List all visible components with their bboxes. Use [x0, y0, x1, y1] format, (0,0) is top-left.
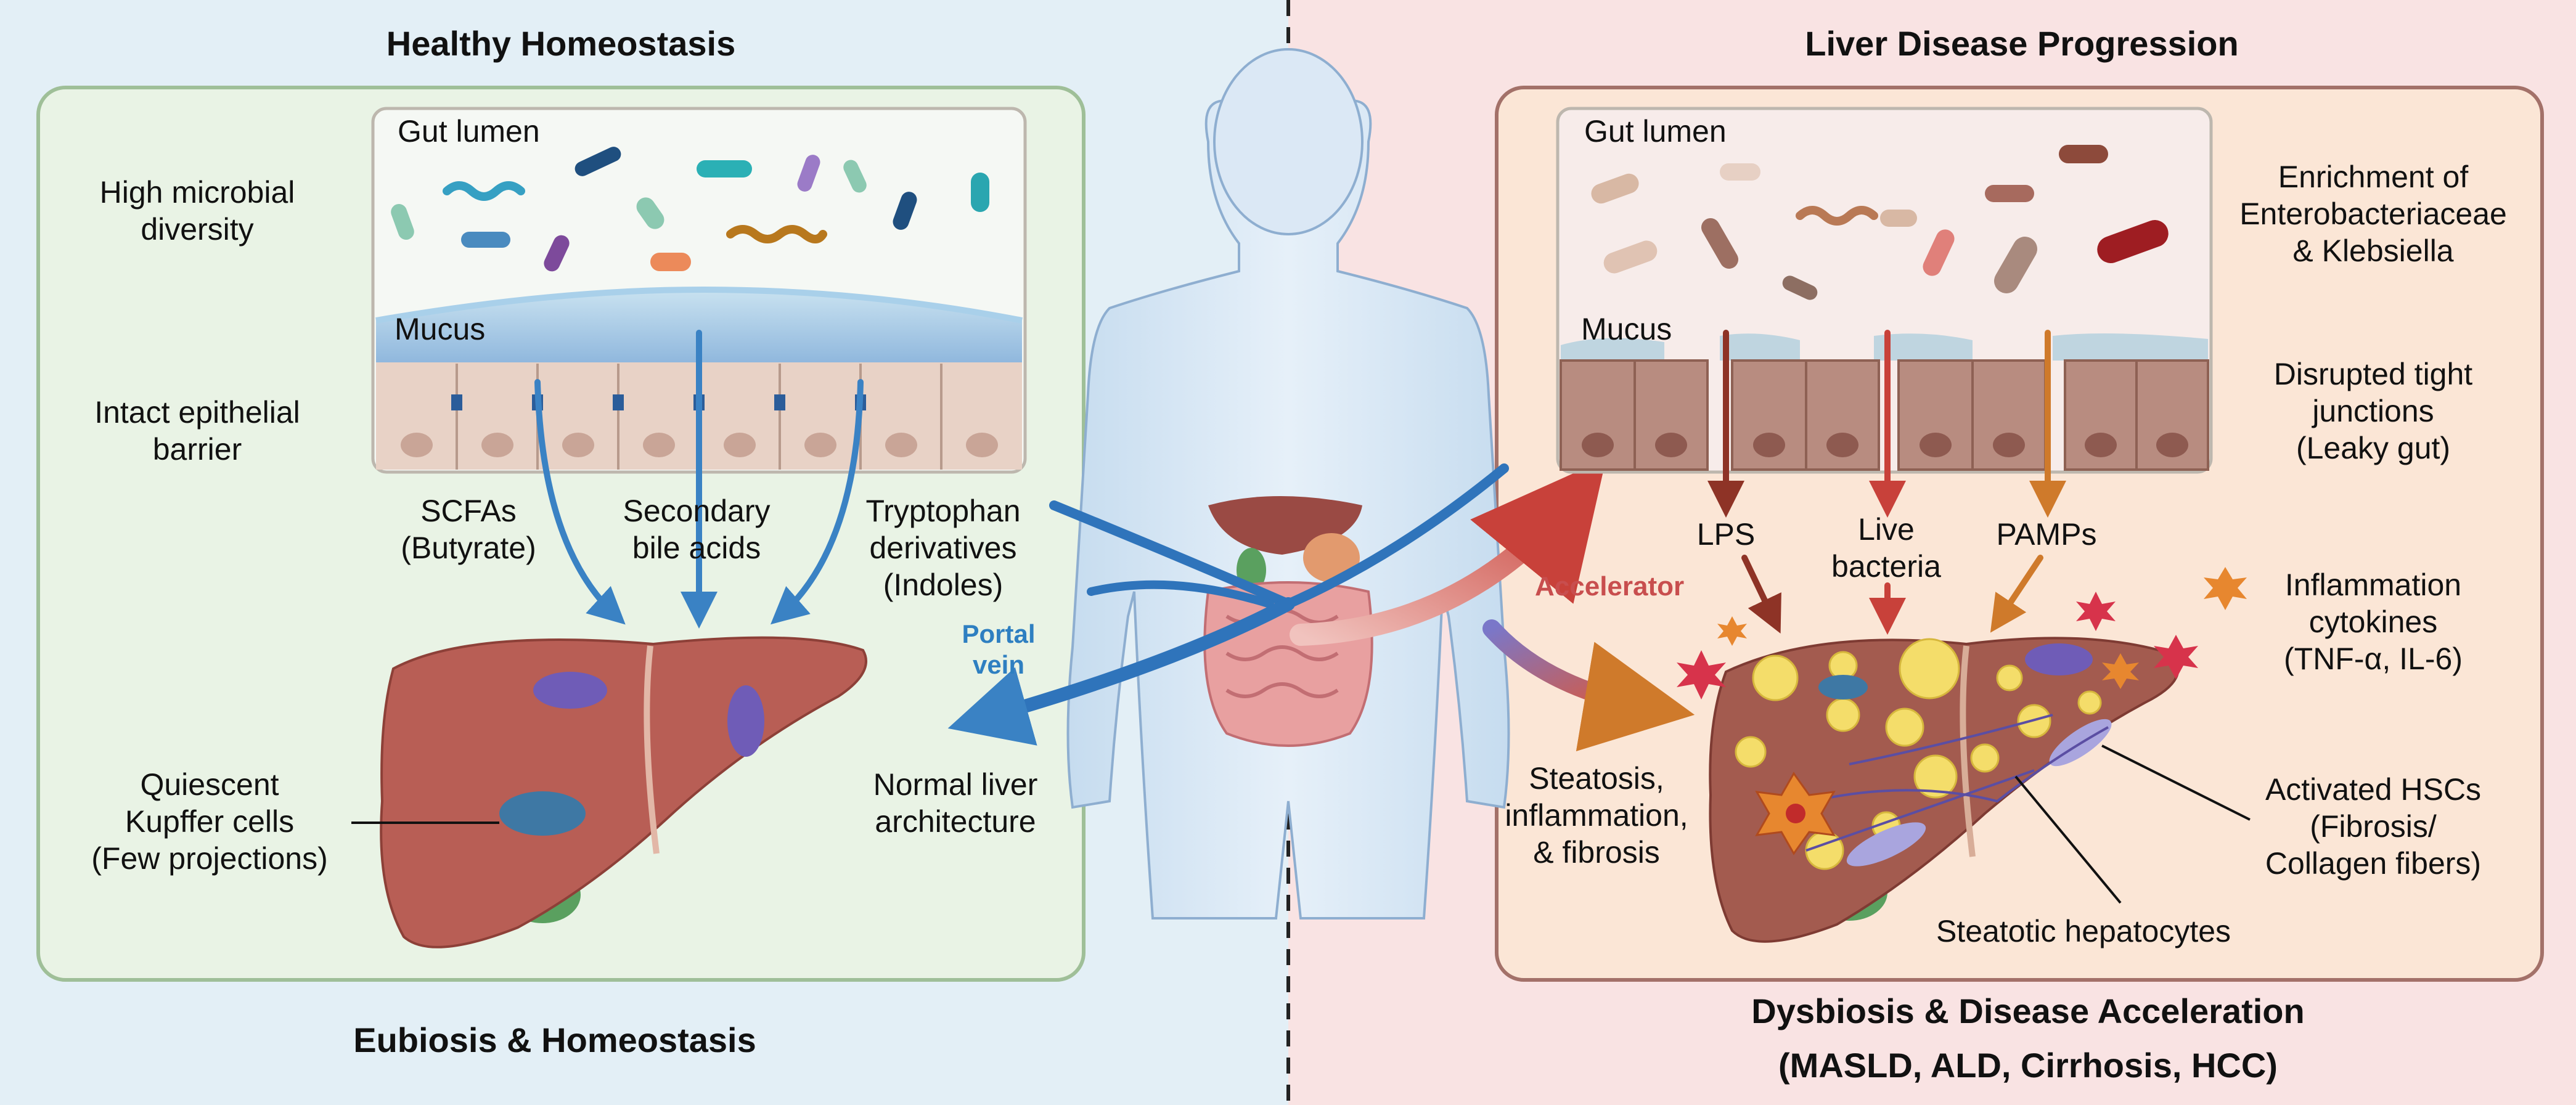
tight-junction-label-3: (Leaky gut) [2296, 431, 2451, 465]
left-mucus-label: Mucus [395, 312, 486, 346]
right-microbes [1591, 145, 2169, 300]
right-gut-lumen-label: Gut lumen [1584, 114, 1727, 149]
enrichment-label-3: & Klebsiella [2292, 234, 2454, 268]
leak-arrows [1707, 330, 2066, 635]
kupffer-activated [1818, 643, 2093, 699]
accelerator-label: Accelerator [1535, 571, 1685, 601]
hsc-label-3: Collagen fibers) [2265, 846, 2482, 881]
steatosis-label-1: Steatosis, [1529, 761, 1664, 796]
left-liver [351, 636, 867, 948]
normal-liver-label-1: Normal liver [873, 767, 1038, 802]
accelerator-arrow [1290, 459, 1606, 646]
hepatocyte-leader-line [2014, 775, 2122, 904]
cytokines-label-1: Inflammation [2284, 568, 2462, 602]
cytokine-bursts [1677, 567, 2247, 699]
normal-liver-label-2: architecture [875, 804, 1036, 839]
right-top-title: Liver Disease Progression [1805, 24, 2239, 63]
left-gut-lumen-label: Gut lumen [398, 114, 540, 149]
steatosis-label-3: & fibrosis [1533, 835, 1660, 870]
left-metabolite-arrows [534, 330, 864, 629]
pamps-label: PAMPs [1996, 517, 2097, 552]
tight-junction-label-1: Disrupted tight [2273, 357, 2473, 391]
enrichment-label-2: Enterobacteriaceae [2239, 197, 2507, 231]
tryptophan-label-3: (Indoles) [883, 568, 1004, 602]
kupffer-label-2: Kupffer cells [125, 804, 295, 839]
diversity-label-1: High microbial [99, 175, 295, 210]
live-bacteria-label-2: bacteria [1831, 549, 1941, 584]
kupffer-cell [533, 672, 764, 757]
tryptophan-label-2: derivatives [869, 531, 1017, 565]
tight-junction-label-2: junctions [2312, 394, 2434, 428]
enrichment-label-1: Enrichment of [2278, 160, 2469, 194]
bile-label-2: bile acids [632, 531, 761, 565]
hsc-label-2: (Fibrosis/ [2310, 809, 2437, 844]
kupffer-label-3: (Few projections) [91, 841, 328, 876]
diversity-label-2: diversity [141, 212, 254, 247]
portal-vein-label-2: vein [972, 650, 1025, 679]
steatosis-label-2: inflammation, [1505, 798, 1688, 833]
cytokines-label-3: (TNF-α, IL-6) [2284, 642, 2463, 676]
collagen-fibers [1787, 714, 2109, 852]
left-bottom-title: Eubiosis & Homeostasis [353, 1021, 756, 1059]
right-liver [1709, 637, 2251, 943]
steatotic-hepatocytes-label: Steatotic hepatocytes [1936, 914, 2231, 948]
human-body [1066, 48, 1510, 919]
hsc-leader-line [2101, 744, 2251, 821]
scfa-label-2: (Butyrate) [401, 531, 536, 565]
bile-label-1: Secondary [623, 494, 771, 528]
live-bacteria-label-1: Live [1858, 512, 1915, 547]
barrier-label-1: Intact epithelial [94, 395, 300, 430]
disease-arrow [1482, 619, 1695, 752]
lps-label: LPS [1696, 517, 1756, 552]
barrier-label-2: barrier [152, 432, 242, 467]
right-bottom-title-line1: Dysbiosis & Disease Acceleration [1751, 992, 2305, 1030]
hsc-label-1: Activated HSCs [2265, 772, 2482, 807]
scfa-label-1: SCFAs [420, 494, 517, 528]
tryptophan-label-1: Tryptophan [865, 494, 1021, 528]
kupffer-label-1: Quiescent [140, 767, 279, 802]
quiescent-kupffer-cell [499, 791, 586, 836]
left-microbes [391, 147, 989, 272]
right-mucus-label: Mucus [1581, 312, 1672, 346]
right-bottom-title-line2: (MASLD, ALD, Cirrhosis, HCC) [1778, 1046, 2278, 1085]
cytokines-label-2: cytokines [2308, 605, 2438, 639]
left-top-title: Healthy Homeostasis [386, 24, 736, 63]
portal-vein [947, 463, 1509, 746]
portal-vein-label-1: Portal [962, 619, 1036, 648]
